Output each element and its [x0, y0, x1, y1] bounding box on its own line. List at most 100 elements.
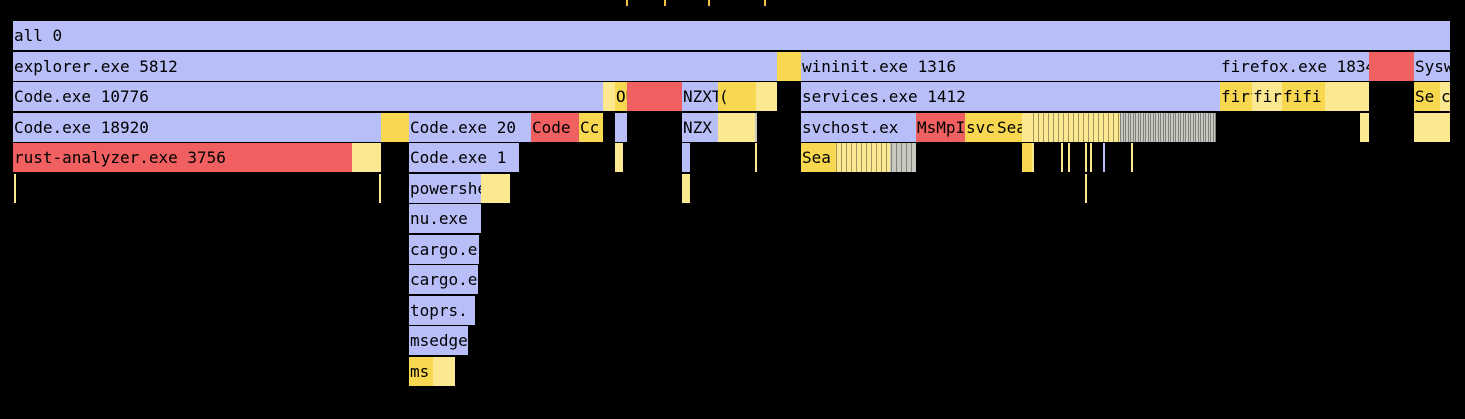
frame-outlook[interactable]: OUTLOOK — [615, 82, 627, 111]
frame-frame[interactable] — [756, 82, 777, 111]
frame-frame[interactable] — [381, 112, 409, 142]
frame-sliver[interactable] — [1085, 143, 1087, 172]
frame-stripe — [1198, 112, 1199, 142]
frame-frame[interactable] — [433, 356, 455, 386]
frame-stripe — [1155, 112, 1156, 142]
frame-firefox-exe-18344[interactable]: firefox.exe 18344 — [1220, 51, 1369, 81]
frame-stripe — [1048, 112, 1049, 142]
frame-sliver[interactable] — [1131, 143, 1133, 172]
frame-frame[interactable] — [1414, 112, 1450, 142]
frame-frame[interactable]: ( — [718, 82, 756, 111]
frame-frame[interactable] — [1120, 112, 1216, 142]
frame-frame[interactable] — [1325, 82, 1369, 111]
frame-frame[interactable] — [682, 173, 690, 203]
frame-frame[interactable] — [481, 173, 510, 203]
frame-stripe — [1200, 112, 1201, 142]
frame-services-exe-1412[interactable]: services.exe 1412 — [801, 82, 1214, 111]
frame-nzx[interactable]: NZX — [682, 112, 718, 142]
frame-c[interactable]: c — [1440, 82, 1450, 111]
frame-sliver[interactable] — [1085, 173, 1087, 203]
frame-frame[interactable] — [1022, 112, 1033, 142]
frame-nu-exe[interactable]: nu.exe — [409, 204, 481, 233]
frame-sysw[interactable]: Sysw — [1414, 51, 1450, 81]
frame-stripe — [1153, 112, 1154, 142]
frame-sliver[interactable] — [1103, 143, 1105, 172]
frame-label: Cc — [580, 117, 600, 137]
frame-cargo-e[interactable]: cargo.e — [409, 265, 478, 294]
frame-stripe — [1193, 112, 1194, 142]
frame-label: svchost.ex — [802, 117, 899, 137]
frame-stripe — [851, 143, 852, 172]
frame-cargo-e[interactable]: cargo.e — [409, 234, 479, 264]
frame-code[interactable]: Code — [531, 112, 579, 142]
frame-sliver[interactable] — [1061, 143, 1063, 172]
frame-all-0[interactable]: all 0 — [13, 21, 1450, 50]
frame-fifi[interactable]: fifi — [1282, 82, 1325, 111]
frame-sliver[interactable] — [1090, 143, 1092, 172]
frame-msedge[interactable]: msedge — [409, 326, 468, 355]
frame-frame[interactable] — [1369, 51, 1414, 81]
frame-stripe — [886, 143, 887, 172]
frame-frame[interactable] — [682, 143, 690, 172]
frame-frame[interactable] — [627, 82, 682, 111]
frame-stripe — [891, 143, 892, 172]
frame-stripe — [1123, 112, 1124, 142]
frame-rust-analyzer-exe-3756[interactable]: rust-analyzer.exe 3756 — [13, 143, 352, 172]
frame-label: Code.exe 10776 — [14, 87, 149, 106]
frame-frame[interactable] — [615, 143, 623, 172]
frame-frame[interactable] — [890, 143, 916, 172]
frame-label: fifi — [1283, 87, 1322, 106]
frame-svchost-ex[interactable]: svchost.ex — [801, 112, 916, 142]
frame-stripe — [1173, 112, 1174, 142]
frame-frame[interactable] — [777, 51, 801, 81]
frame-frame[interactable] — [1214, 82, 1220, 111]
frame-stripe — [1033, 112, 1034, 142]
frame-powershe[interactable]: powershe — [409, 173, 481, 203]
frame-frame[interactable] — [603, 82, 615, 111]
frame-code-exe-18920[interactable]: Code.exe 18920 — [13, 112, 381, 142]
frame-frame[interactable] — [836, 143, 890, 172]
frame-sliver[interactable] — [1365, 112, 1367, 142]
frame-frame[interactable] — [352, 143, 381, 172]
frame-label: firefox.exe 18344 — [1221, 56, 1369, 76]
frame-sliver[interactable] — [379, 173, 381, 203]
frame-nzxt[interactable]: NZXT — [682, 82, 718, 111]
top-tick-mark — [626, 0, 628, 6]
frame-code-exe-10776[interactable]: Code.exe 10776 — [13, 82, 603, 111]
frame-sliver[interactable] — [14, 173, 16, 203]
frame-toprs[interactable]: toprs. — [409, 295, 475, 325]
frame-msmpi[interactable]: MsMpI — [916, 112, 965, 142]
frame-wininit-exe-1316[interactable]: wininit.exe 1316 — [801, 51, 1220, 81]
frame-ms[interactable]: ms — [409, 356, 433, 386]
frame-sliver[interactable] — [1068, 143, 1070, 172]
frame-stripe — [1175, 112, 1176, 142]
frame-stripe — [901, 143, 902, 172]
frame-sea[interactable]: Sea — [996, 112, 1022, 142]
frame-frame[interactable] — [1022, 143, 1033, 172]
frame-stripe — [876, 143, 877, 172]
frame-explorer-exe-5812[interactable]: explorer.exe 5812 — [13, 51, 777, 81]
frame-code-exe-1[interactable]: Code.exe 1 — [409, 143, 519, 172]
frame-cc[interactable]: Cc — [579, 112, 603, 142]
frame-svc[interactable]: svc — [965, 112, 996, 142]
frame-label: services.exe 1412 — [802, 87, 966, 106]
frame-code-exe-20[interactable]: Code.exe 20 — [409, 112, 531, 142]
frame-frame[interactable] — [718, 112, 756, 142]
frame-frame[interactable] — [1360, 112, 1369, 142]
frame-sliver[interactable] — [755, 143, 757, 172]
frame-stripe — [1150, 112, 1151, 142]
frame-label: c — [1441, 87, 1450, 106]
frame-frame[interactable] — [1033, 112, 1120, 142]
frame-frame[interactable] — [615, 112, 627, 142]
frame-sliver[interactable] — [1032, 143, 1034, 172]
frame-stripe — [1130, 112, 1131, 142]
frame-sea[interactable]: Sea — [801, 143, 836, 172]
frame-label: NZXT — [683, 87, 718, 106]
frame-label: MsMpI — [917, 117, 965, 137]
frame-sliver[interactable] — [755, 112, 757, 142]
frame-se[interactable]: Se — [1414, 82, 1440, 111]
frame-stripe — [1208, 112, 1209, 142]
